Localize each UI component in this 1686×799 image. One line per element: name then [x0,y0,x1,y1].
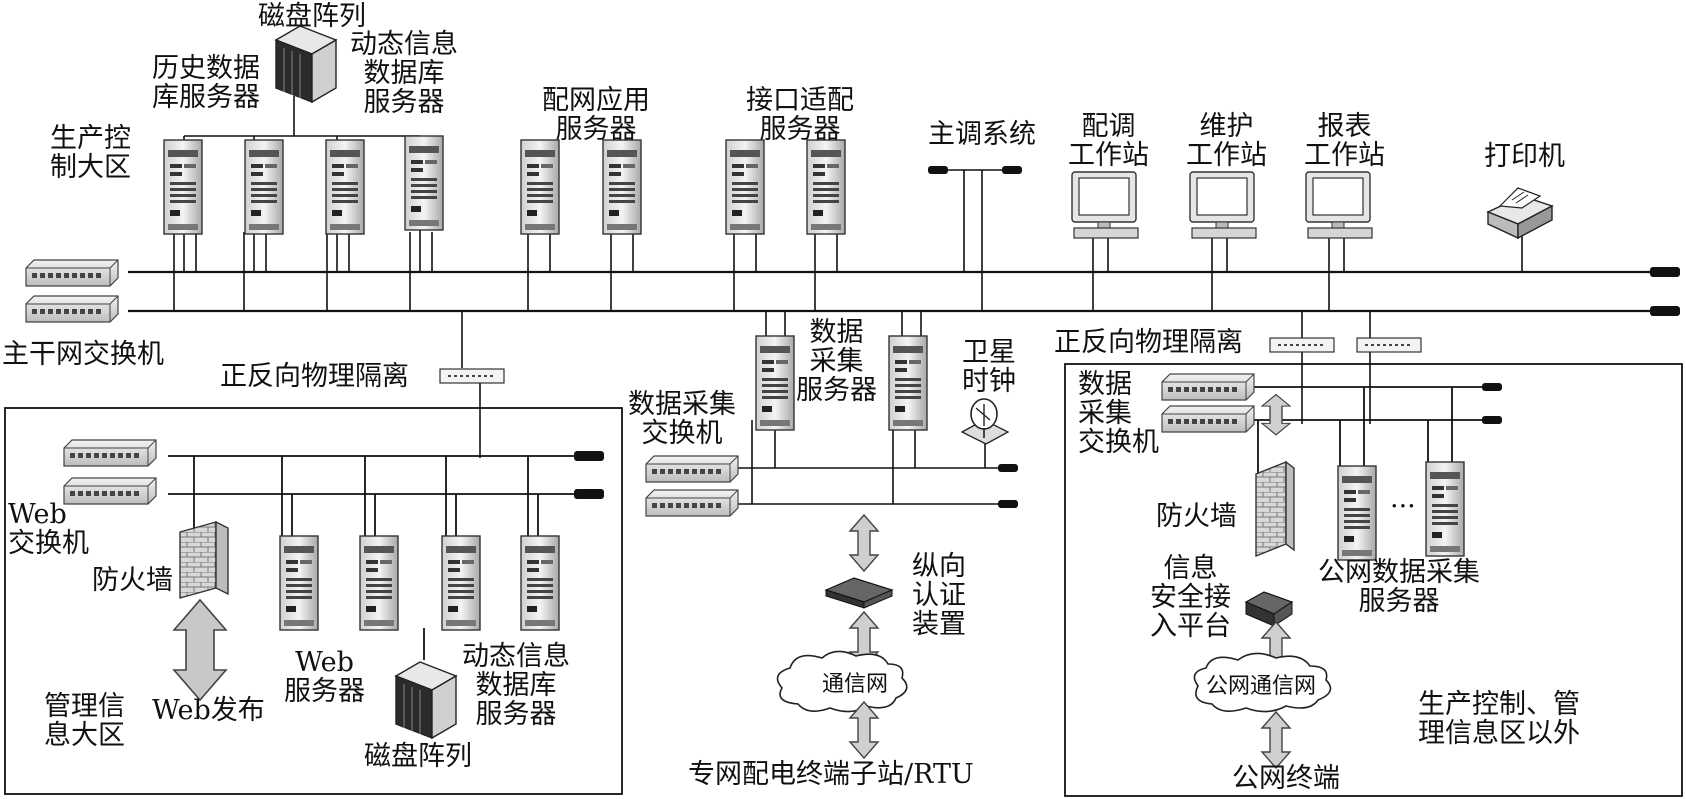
mgmt-dynamic-db-server-1 [441,535,481,631]
dispatch-workstation-label: 配调 工作站 [1068,111,1149,171]
production-disk-array-label: 磁盘阵列 [258,1,366,32]
history-db-server-2 [244,139,284,235]
backbone-lines [128,270,1650,313]
dist-app-server-1 [520,139,560,235]
main-dispatch-plug-b [1002,166,1022,174]
isolation-left-label: 正反向物理隔离 [220,361,409,392]
ext-bus-endpoint-a [1482,383,1502,391]
backbone-endpoint-a [1650,267,1680,277]
backbone-switch-b [25,295,119,323]
mgmt-firewall-label: 防火墙 [92,565,173,596]
ext-acq-switch-label: 数据 采集 交换机 [1078,369,1159,458]
firewall-right-icon [1255,460,1295,558]
external-arrow-3-icon [1261,711,1291,769]
public-net-label: 公网通信网 [1206,674,1317,699]
web-server-1 [279,535,319,631]
isolation-right-links [1301,311,1371,424]
isolation-device-right-2 [1356,337,1422,353]
production-zone-label: 生产控 制大区 [50,123,131,183]
satellite-clock-icon [960,398,1010,445]
external-arrow-1-icon [1261,393,1291,436]
management-bus-lines [168,455,578,660]
public-acq-server-2 [1425,461,1465,557]
vertical-auth-device-icon [824,577,894,609]
printer-icon [1486,187,1554,240]
web-server-2 [359,535,399,631]
info-platform-label: 信息 安全接 入平台 [1150,553,1231,642]
mgmt-dynamic-db-server-2 [520,535,560,631]
mgmt-disk-array-label: 磁盘阵列 [364,741,472,772]
ext-acq-switch-a [1161,373,1255,401]
web-switch-a [63,439,157,467]
dist-app-server-label: 配网应用 服务器 [542,85,650,145]
isolation-left-links [461,311,481,458]
external-bus-lines [1240,386,1484,476]
main-dispatch-label: 主调系统 [928,119,1036,150]
dist-app-server-2 [602,139,642,235]
collection-arrow-1-icon [849,514,879,572]
acq-switch-label: 数据采集 交换机 [628,389,736,449]
acq-bus-endpoint-b [998,500,1018,508]
web-publish-label: Web发布 [152,695,265,726]
maintenance-workstation-label: 维护 工作站 [1186,111,1267,171]
public-acq-server-1 [1337,465,1377,561]
report-workstation-label: 报表 工作站 [1304,111,1385,171]
mgmt-bus-endpoint-b [574,489,604,499]
collection-links [718,311,1000,505]
acq-server-label: 数据 采集 服务器 [796,317,877,406]
rtu-label: 专网配电终端子站/RTU [688,759,974,790]
public-acq-server-label: 公网数据采集 服务器 [1318,557,1480,617]
acq-switch-a [645,455,739,483]
comm-network-cloud-icon [776,650,908,713]
mgmt-dynamic-db-label: 动态信息 数据库 服务器 [462,641,570,730]
maintenance-workstation [1189,171,1257,239]
report-workstation [1305,171,1373,239]
dynamic-db-server-2 [404,135,444,231]
public-network-cloud-icon [1193,652,1332,713]
firewall-left-icon [179,520,229,599]
satellite-clock-label: 卫星 时钟 [962,337,1016,397]
backbone-switch-label: 主干网交换机 [2,339,164,370]
dispatch-workstation [1071,171,1139,239]
web-server-label: Web 服务器 [284,647,365,707]
ext-firewall-label: 防火墙 [1156,501,1237,532]
history-db-server-1 [163,139,203,235]
mgmt-disk-array [395,661,457,739]
interface-server-1 [725,139,765,235]
interface-server-label: 接口适配 服务器 [746,85,854,145]
ext-bus-endpoint-b [1482,416,1502,424]
backbone-endpoint-b [1650,306,1680,316]
isolation-right-label: 正反向物理隔离 [1054,327,1243,358]
history-db-label: 历史数据 库服务器 [152,53,260,113]
acq-switch-b [645,489,739,517]
management-zone-label: 管理信 息大区 [44,691,125,751]
main-dispatch-plug-a [928,166,948,174]
production-disk-array [275,25,337,103]
ext-acq-switch-b [1161,405,1255,433]
interface-server-2 [806,139,846,235]
production-dynamic-db-label: 动态信息 数据库 服务器 [350,29,458,118]
isolation-device-right-1 [1269,337,1335,353]
server-ellipsis: ··· [1390,491,1416,522]
printer-label: 打印机 [1484,141,1565,172]
backbone-switch-a [25,259,119,287]
acq-server-2 [888,335,928,431]
mgmt-bus-endpoint-a [574,451,604,461]
acq-server-1 [755,335,795,431]
acq-bus-endpoint-a [998,464,1018,472]
web-publish-arrow-icon [173,599,227,701]
management-zone-box [4,407,623,795]
external-zone-box [1064,363,1683,797]
comm-net-label: 通信网 [822,672,889,697]
isolation-device-left [439,368,505,384]
vertical-auth-label: 纵向 认证 装置 [912,551,966,640]
dynamic-db-server-1 [325,139,365,235]
info-security-platform-icon [1244,591,1294,627]
public-terminal-label: 公网终端 [1232,763,1340,794]
web-switch-label: Web 交换机 [8,499,89,559]
external-zone-label: 生产控制、管 理信息区以外 [1418,689,1580,749]
